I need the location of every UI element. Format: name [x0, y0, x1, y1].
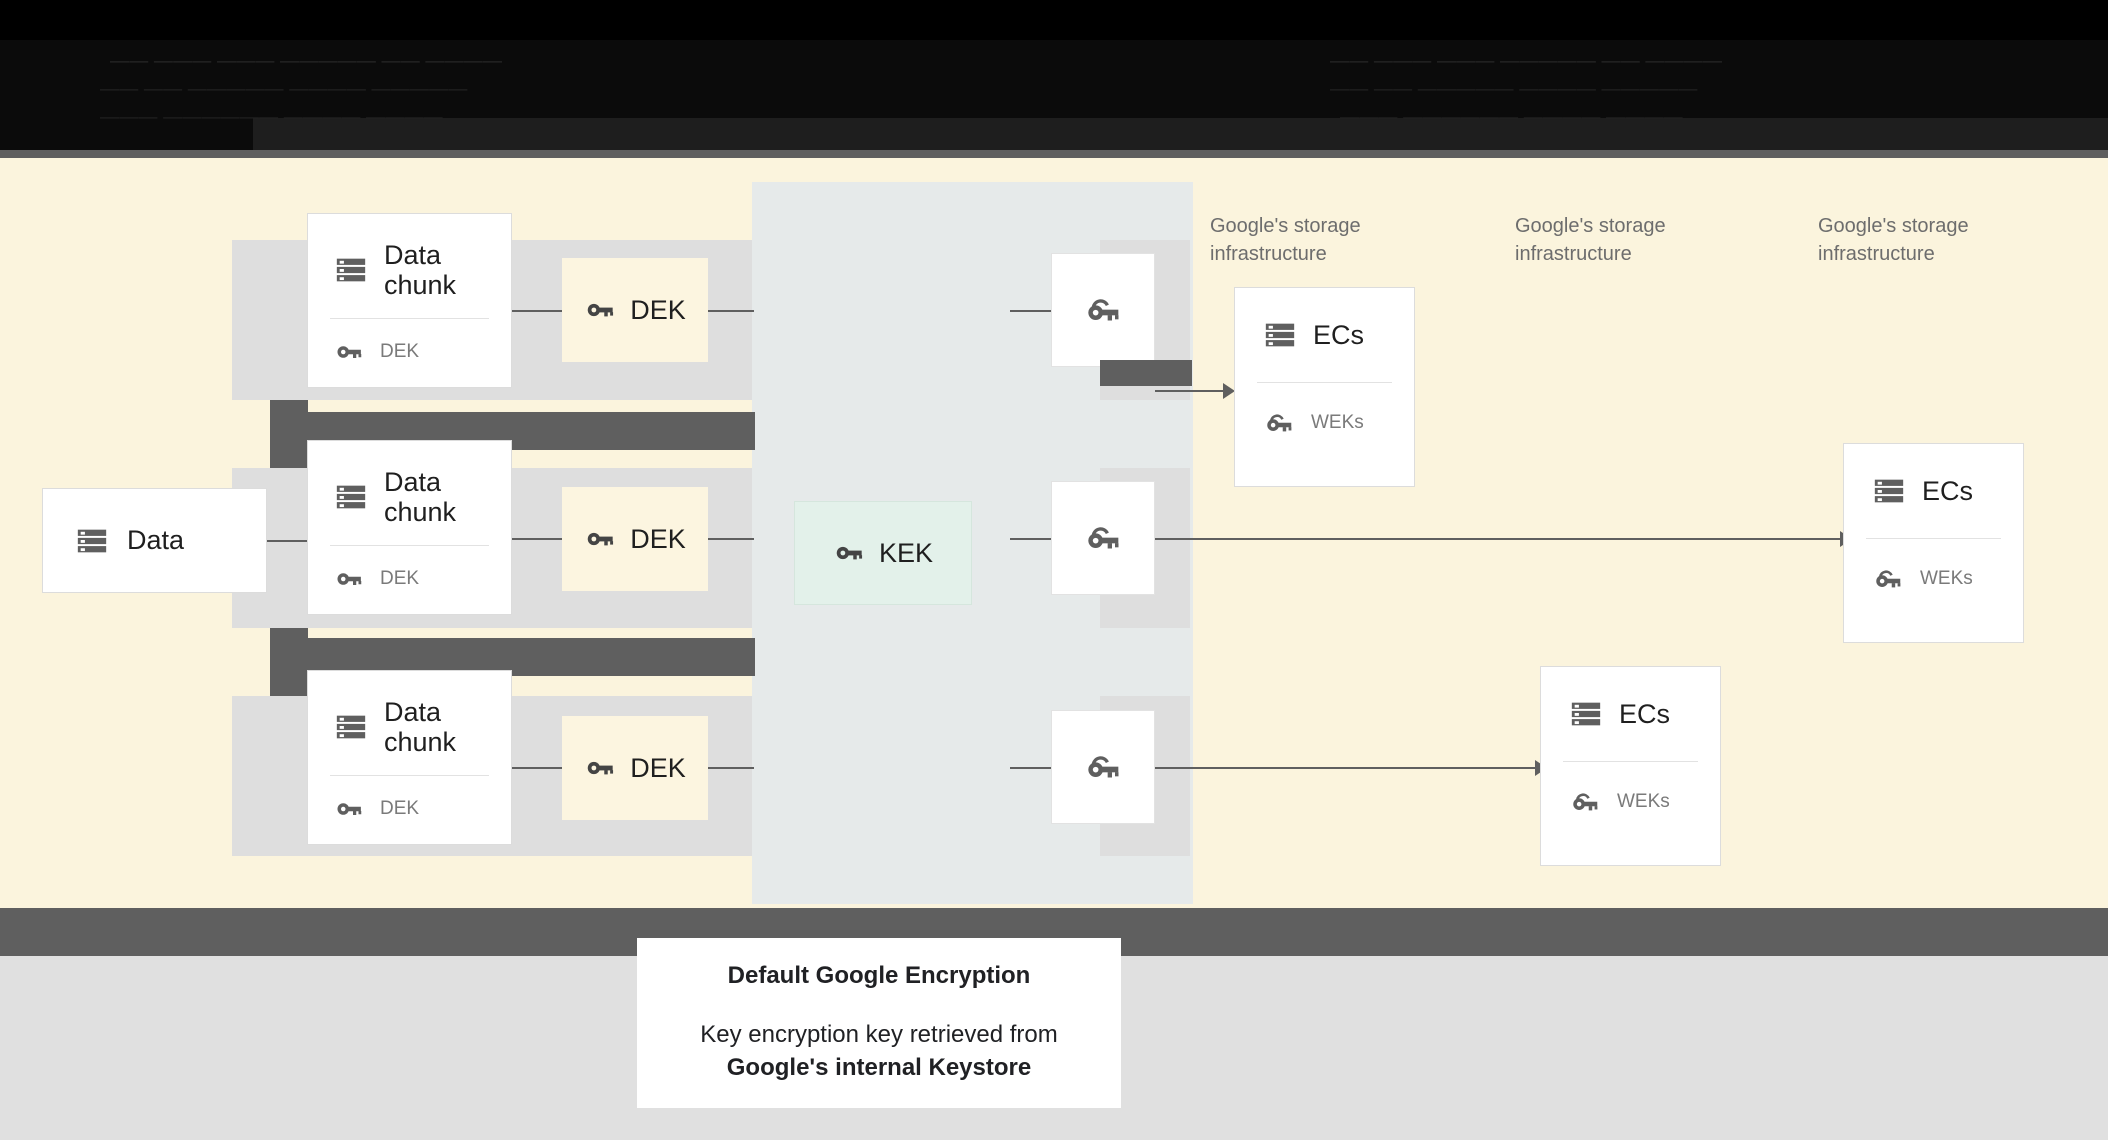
- data-chunk-label: Data chunk: [384, 240, 457, 301]
- card-divider: [330, 318, 489, 320]
- dek-box-label: DEK: [630, 752, 686, 783]
- kek-box-label: KEK: [878, 537, 934, 568]
- ec-card-label: ECs: [1313, 319, 1365, 350]
- wrapped-key-box-1[interactable]: [1051, 253, 1155, 367]
- banner-text-line-3: ——— —————— ———— ————: [100, 107, 443, 128]
- arrow-line-2: [1155, 538, 1840, 540]
- ec-card-1[interactable]: ECs WEKs: [1234, 287, 1415, 487]
- kek-box[interactable]: KEK: [794, 501, 972, 605]
- ec-card-2[interactable]: ECs WEKs: [1843, 443, 2024, 643]
- storage-icon: [334, 710, 368, 744]
- data-chunk-key-label: DEK: [380, 341, 420, 363]
- key-icon: [584, 752, 616, 784]
- connector-keystore-wek3: [1010, 767, 1052, 769]
- ec-card-key-label: WEKs: [1311, 412, 1364, 433]
- key-icon: [833, 537, 865, 569]
- caption-title: Default Google Encryption: [727, 961, 1031, 989]
- arrow-line-1: [1155, 390, 1223, 392]
- connector-dek3-keystore: [708, 767, 754, 769]
- storage-infrastructure-label-1: Google's storage infrastructure: [1210, 215, 1361, 265]
- chunk-bracket-arm-2: [270, 638, 755, 676]
- wrapped-key-icon: [1872, 563, 1904, 595]
- connector-source-to-bracket: [267, 540, 312, 542]
- storage-icon: [1569, 697, 1603, 731]
- storage-infrastructure-label-2: Google's storage infrastructure: [1515, 215, 1666, 265]
- storage-icon: [75, 524, 109, 558]
- connector-keystore-wek2: [1010, 538, 1052, 540]
- arrow-head-1: [1223, 383, 1235, 399]
- ec-card-key-label: WEKs: [1617, 791, 1670, 812]
- banner-text-right-line-2: —— —— ————— ———— —————: [1330, 79, 1698, 100]
- wrapped-key-icon: [1083, 747, 1123, 787]
- ec-card-label: ECs: [1619, 698, 1671, 729]
- key-icon: [334, 337, 364, 367]
- ec-card-key-label: WEKs: [1920, 568, 1973, 589]
- wrapped-key-icon: [1569, 786, 1601, 818]
- ec-card-label: ECs: [1922, 475, 1974, 506]
- storage-infrastructure-label-3: Google's storage infrastructure: [1818, 215, 1969, 265]
- data-chunk-card-3[interactable]: Data chunk DEK: [307, 670, 512, 845]
- connector-chunk1-dek1: [512, 310, 562, 312]
- connector-dek2-keystore: [708, 538, 754, 540]
- connector-keystore-wek1: [1010, 310, 1052, 312]
- data-source-label: Data: [127, 525, 185, 556]
- data-chunk-card-1[interactable]: Data chunk DEK: [307, 213, 512, 388]
- dek-box-label: DEK: [630, 523, 686, 554]
- data-chunk-label: Data chunk: [384, 467, 457, 528]
- ec-card-3[interactable]: ECs WEKs: [1540, 666, 1721, 866]
- card-divider: [1257, 382, 1392, 383]
- key-icon: [334, 794, 364, 824]
- dek-box-1[interactable]: DEK: [562, 258, 708, 362]
- banner-band-mid: [0, 40, 2108, 118]
- caption-line-1: Key encryption key retrieved from: [700, 1020, 1058, 1048]
- dek-box-label: DEK: [630, 294, 686, 325]
- wrapped-key-icon: [1083, 290, 1123, 330]
- data-chunk-key-label: DEK: [380, 568, 420, 590]
- arrow-line-3: [1155, 767, 1535, 769]
- wrapped-key-icon: [1083, 518, 1123, 558]
- wrapped-key-box-3[interactable]: [1051, 710, 1155, 824]
- key-icon: [584, 523, 616, 555]
- data-source-card[interactable]: Data: [42, 488, 267, 593]
- data-chunk-label: Data chunk: [384, 697, 457, 758]
- dek-box-3[interactable]: DEK: [562, 716, 708, 820]
- banner-text-right-line-1: —— ——— ——— ————— —— ————: [1330, 51, 1723, 72]
- storage-icon: [334, 480, 368, 514]
- banner-text-line-1: —— ——— ——— ————— —— ————: [110, 51, 503, 72]
- connector-dek1-keystore: [708, 310, 754, 312]
- caption-box: Default Google Encryption Key encryption…: [637, 938, 1121, 1108]
- caption-line-2: Google's internal Keystore: [726, 1054, 1032, 1081]
- wek1-dark-stub: [1100, 360, 1192, 386]
- banner-band-top: [0, 0, 2108, 40]
- wrapped-key-icon: [1263, 407, 1295, 439]
- data-chunk-key-label: DEK: [380, 798, 420, 820]
- card-divider: [330, 545, 489, 547]
- card-divider: [330, 775, 489, 777]
- storage-icon: [1872, 474, 1906, 508]
- storage-icon: [334, 253, 368, 287]
- banner-text-right-line-3: ——— —————— ———— ————: [1340, 107, 1683, 128]
- key-icon: [584, 294, 616, 326]
- connector-chunk2-dek2: [512, 538, 562, 540]
- storage-icon: [1263, 318, 1297, 352]
- card-divider: [1563, 761, 1698, 762]
- key-icon: [334, 564, 364, 594]
- data-chunk-card-2[interactable]: Data chunk DEK: [307, 440, 512, 615]
- card-divider: [1866, 538, 2001, 539]
- top-banner-obscured: —— ——— ——— ————— —— ———— —— —— ————— ———…: [0, 0, 2108, 158]
- wrapped-key-box-2[interactable]: [1051, 481, 1155, 595]
- connector-chunk3-dek3: [512, 767, 562, 769]
- banner-text-line-2: —— —— ————— ———— —————: [100, 79, 468, 100]
- dek-box-2[interactable]: DEK: [562, 487, 708, 591]
